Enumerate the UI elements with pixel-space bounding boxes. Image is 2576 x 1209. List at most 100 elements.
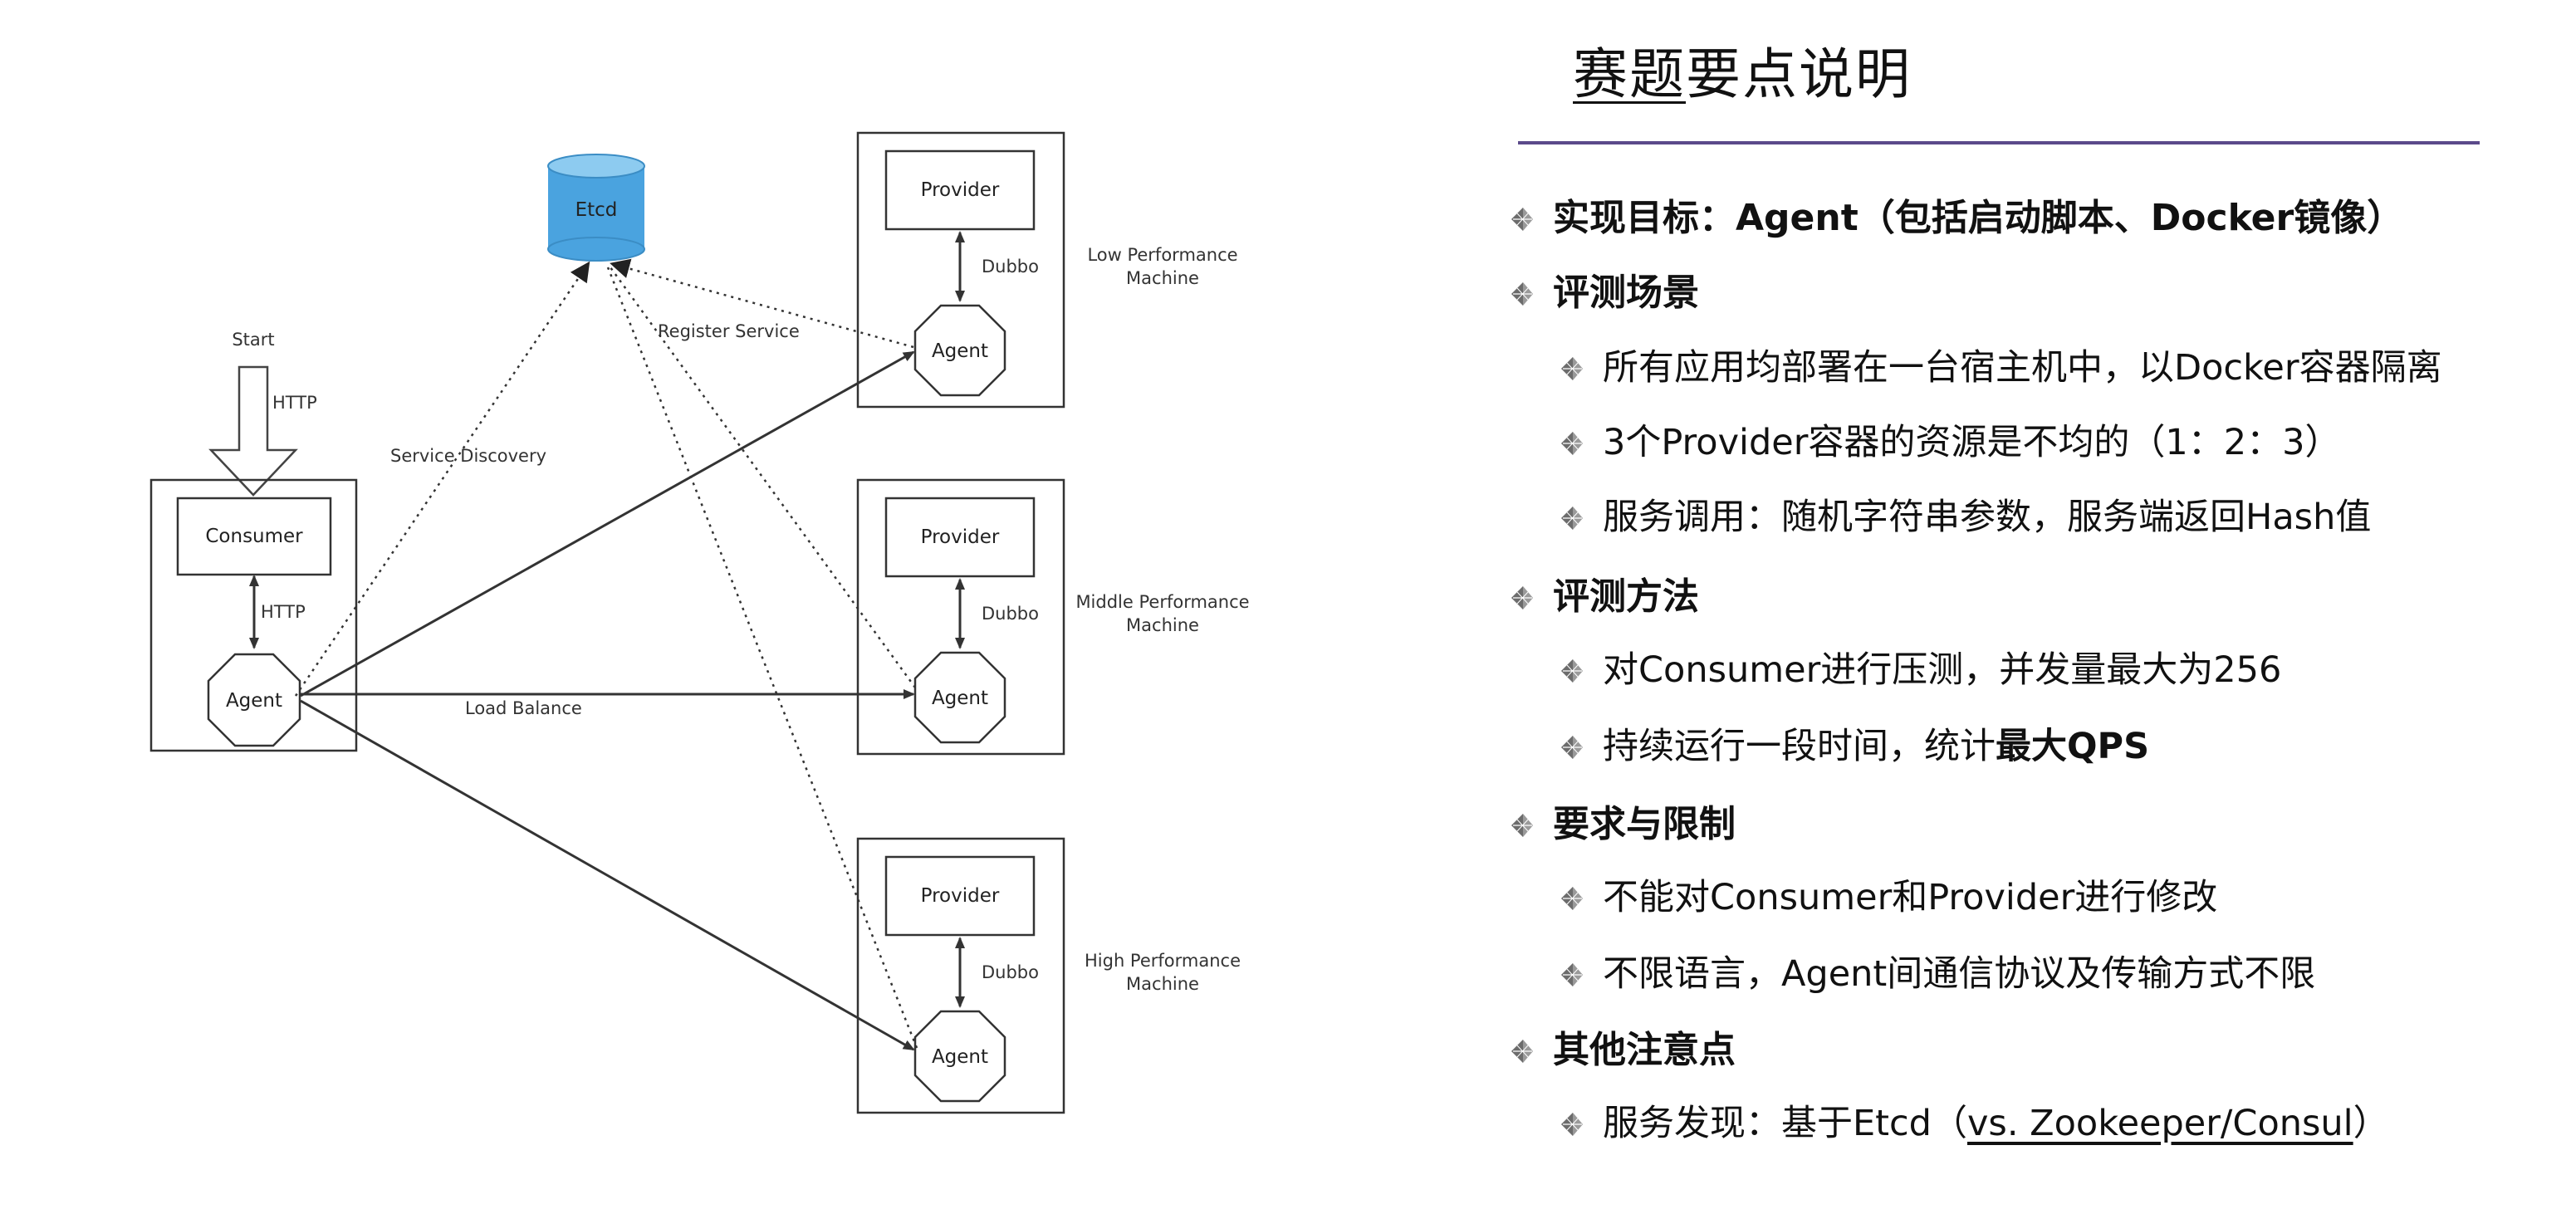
bullet-text-segment: 所有应用均部署在一台宿主机中，以Docker容器隔离 xyxy=(1603,347,2442,389)
diamond-bullet-icon xyxy=(1510,806,1535,837)
bullet-item: 实现目标：Agent（包括启动脚本、Docker镜像） xyxy=(1510,188,2403,241)
bullet-item: 其他注意点 xyxy=(1510,1020,1736,1073)
bullet-text-segment: 评测场景 xyxy=(1553,272,1699,314)
machine-label-line1: High Performance xyxy=(1085,951,1241,971)
consumer-agent-label: Agent xyxy=(226,690,282,712)
diamond-bullet-icon xyxy=(1510,579,1535,609)
consumer-agent-node xyxy=(207,653,301,747)
bullet-text: 所有应用均部署在一台宿主机中，以Docker容器隔离 xyxy=(1603,339,2442,390)
bullet-text: 其他注意点 xyxy=(1553,1020,1736,1073)
bullet-text: 服务调用：随机字符串参数，服务端返回Hash值 xyxy=(1603,488,2371,540)
diamond-bullet-icon xyxy=(1560,425,1584,455)
provider-agent-label: Agent xyxy=(932,1046,988,1068)
bullet-text-segment: 服务调用：随机字符串参数，服务端返回Hash值 xyxy=(1603,497,2372,538)
http-inner-label: HTTP xyxy=(261,602,306,622)
provider-box xyxy=(884,149,1036,231)
diamond-bullet-icon xyxy=(1560,350,1584,380)
consumer-label: Consumer xyxy=(205,526,303,547)
provider-agent-node xyxy=(913,651,1006,744)
etcd-node: Etcd xyxy=(547,154,645,262)
bullet-text: 对Consumer进行压测，并发量最大为256 xyxy=(1603,641,2281,693)
bullet-text-segment: 实现目标：Agent（包括启动脚本、Docker镜像） xyxy=(1553,197,2404,239)
bullet-text-segment: 持续运行一段时间，统计 xyxy=(1603,726,1996,767)
bullet-text-segment: ） xyxy=(2353,1103,2389,1144)
service-discovery-label: Service Discovery xyxy=(390,446,546,466)
slide-title: 赛题要点说明 xyxy=(1573,30,1912,110)
title-divider xyxy=(1518,141,2480,144)
diamond-bullet-icon xyxy=(1560,653,1584,683)
lb-line-low xyxy=(300,350,915,698)
diamond-bullet-icon xyxy=(1560,957,1584,986)
bullet-text-segment: 最大QPS xyxy=(1996,726,2150,767)
bullet-text: 3个Provider容器的资源是不均的（1：2：3） xyxy=(1603,414,2340,465)
dubbo-label: Dubbo xyxy=(982,257,1039,277)
provider-box xyxy=(884,497,1036,578)
bullet-text-segment: 要求与限制 xyxy=(1553,803,1736,845)
provider-label: Provider xyxy=(921,885,1000,907)
sub-bullet-item: 服务发现：基于Etcd（vs. Zookeeper/Consul） xyxy=(1560,1094,2389,1146)
sub-bullet-item: 服务调用：随机字符串参数，服务端返回Hash值 xyxy=(1560,488,2371,540)
bullet-text: 不限语言，Agent间通信协议及传输方式不限 xyxy=(1603,945,2315,996)
consumer-machine-box xyxy=(149,478,358,752)
dubbo-label: Dubbo xyxy=(982,604,1039,624)
machine-box xyxy=(856,478,1065,756)
machine-box xyxy=(856,131,1065,409)
diamond-bullet-icon xyxy=(1510,200,1535,231)
diamond-bullet-icon xyxy=(1560,729,1584,759)
provider-agent-node xyxy=(913,1010,1006,1103)
machine-label-line2: Machine xyxy=(1126,974,1199,994)
sub-bullet-item: 对Consumer进行压测，并发量最大为256 xyxy=(1560,641,2281,693)
diamond-bullet-icon xyxy=(1560,500,1584,530)
start-arrow xyxy=(208,365,298,497)
bullet-text: 评测方法 xyxy=(1553,566,1699,619)
bullet-text: 持续运行一段时间，统计最大QPS xyxy=(1603,717,2149,769)
bullet-text-segment: 评测方法 xyxy=(1553,575,1699,618)
bullet-text-segment: 对Consumer进行压测，并发量最大为256 xyxy=(1603,649,2282,691)
register-line-high xyxy=(606,267,918,1049)
slide-title-part2: 要点说明 xyxy=(1686,42,1912,106)
architecture-diagram: Etcd Start HTTP Consumer HTTP Agent Prov… xyxy=(149,131,1250,1114)
diamond-bullet-icon xyxy=(1510,1032,1535,1063)
sub-bullet-item: 不限语言，Agent间通信协议及传输方式不限 xyxy=(1560,945,2315,996)
start-label: Start xyxy=(232,330,274,350)
sub-bullet-item: 所有应用均部署在一台宿主机中，以Docker容器隔离 xyxy=(1560,339,2442,390)
dubbo-label: Dubbo xyxy=(982,962,1039,982)
bullet-text-segment: 不能对Consumer和Provider进行修改 xyxy=(1603,877,2218,918)
machine-label-line2: Machine xyxy=(1126,615,1199,635)
bullet-text: 实现目标：Agent（包括启动脚本、Docker镜像） xyxy=(1553,188,2403,241)
machine-label-line1: Low Performance xyxy=(1087,245,1237,265)
http-top-label: HTTP xyxy=(272,393,317,413)
bullet-text: 要求与限制 xyxy=(1553,794,1736,847)
bullet-text: 不能对Consumer和Provider进行修改 xyxy=(1603,869,2217,920)
provider-label: Provider xyxy=(921,526,1000,548)
bullet-text-segment: 其他注意点 xyxy=(1553,1029,1736,1071)
diamond-bullet-icon xyxy=(1560,880,1584,910)
bullet-text-segment: 3个Provider容器的资源是不均的（1：2：3） xyxy=(1603,422,2341,463)
etcd-label: Etcd xyxy=(575,199,618,221)
consumer-box xyxy=(176,497,332,576)
bullet-item: 评测方法 xyxy=(1510,566,1699,619)
bullet-text-segment: 服务发现：基于Etcd（ xyxy=(1603,1103,1967,1144)
bullet-item: 要求与限制 xyxy=(1510,794,1736,847)
provider-agent-node xyxy=(913,304,1006,397)
bullet-text: 评测场景 xyxy=(1553,262,1699,316)
provider-agent-label: Agent xyxy=(932,340,988,362)
load-balance-label: Load Balance xyxy=(465,698,582,718)
machine-label-line1: Middle Performance xyxy=(1075,592,1249,612)
diamond-bullet-icon xyxy=(1510,275,1535,306)
register-service-label: Register Service xyxy=(658,321,800,341)
sub-bullet-item: 不能对Consumer和Provider进行修改 xyxy=(1560,869,2217,920)
provider-label: Provider xyxy=(921,179,1000,201)
slide-title-part1: 赛题 xyxy=(1573,42,1686,106)
bullet-text-segment: 不限语言，Agent间通信协议及传输方式不限 xyxy=(1603,953,2316,995)
bullet-text: 服务发现：基于Etcd（vs. Zookeeper/Consul） xyxy=(1603,1094,2389,1146)
provider-box xyxy=(884,855,1036,937)
machine-label-line2: Machine xyxy=(1126,268,1199,288)
sub-bullet-item: 持续运行一段时间，统计最大QPS xyxy=(1560,717,2149,769)
bullet-text-segment: vs. Zookeeper/Consul xyxy=(1966,1103,2353,1144)
service-discovery-line xyxy=(294,261,590,697)
machine-box xyxy=(856,837,1065,1114)
